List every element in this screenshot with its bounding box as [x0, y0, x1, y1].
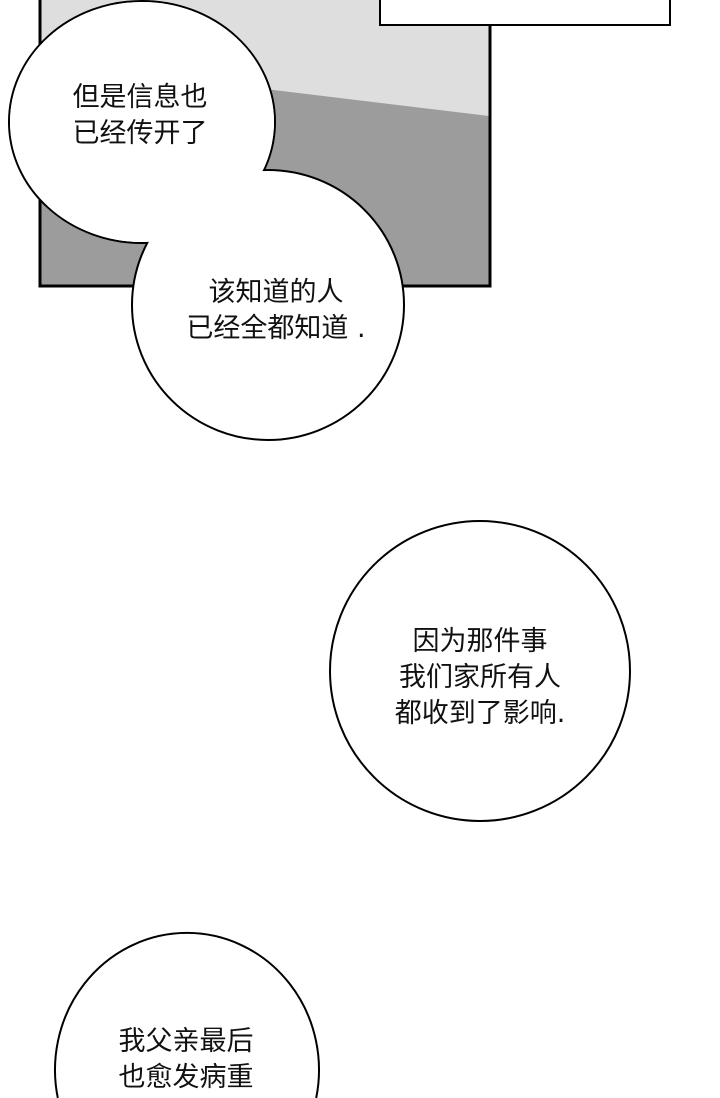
text-line: 都收到了影响. [394, 698, 566, 729]
text-line: 我父亲最后 [118, 1026, 254, 1057]
bubble-2-text: 该知道的人 已经全都知道 . [186, 275, 365, 347]
text-line: 因为那件事 [412, 626, 548, 657]
bubble-1-text: 但是信息也 已经传开了 [73, 80, 208, 152]
text-line: 但是信息也 [72, 82, 208, 113]
text-line: 也愈发病重 [118, 1062, 254, 1093]
bubble-3-text: 因为那件事 我们家所有人 都收到了影响. [395, 624, 566, 732]
speech-bubble-group-1 [8, 0, 405, 441]
text-line: 已经传开了 [72, 118, 208, 149]
speech-bubble-4 [54, 931, 320, 1098]
top-right-panel [379, 0, 671, 26]
text-line: 已经全都知道 . [186, 313, 366, 344]
text-line: 我们家所有人 [399, 662, 561, 693]
speech-bubble-3 [329, 520, 631, 822]
text-line: 该知道的人 [208, 277, 344, 308]
bubble-4-text: 我父亲最后 也愈发病重 [119, 1024, 254, 1096]
